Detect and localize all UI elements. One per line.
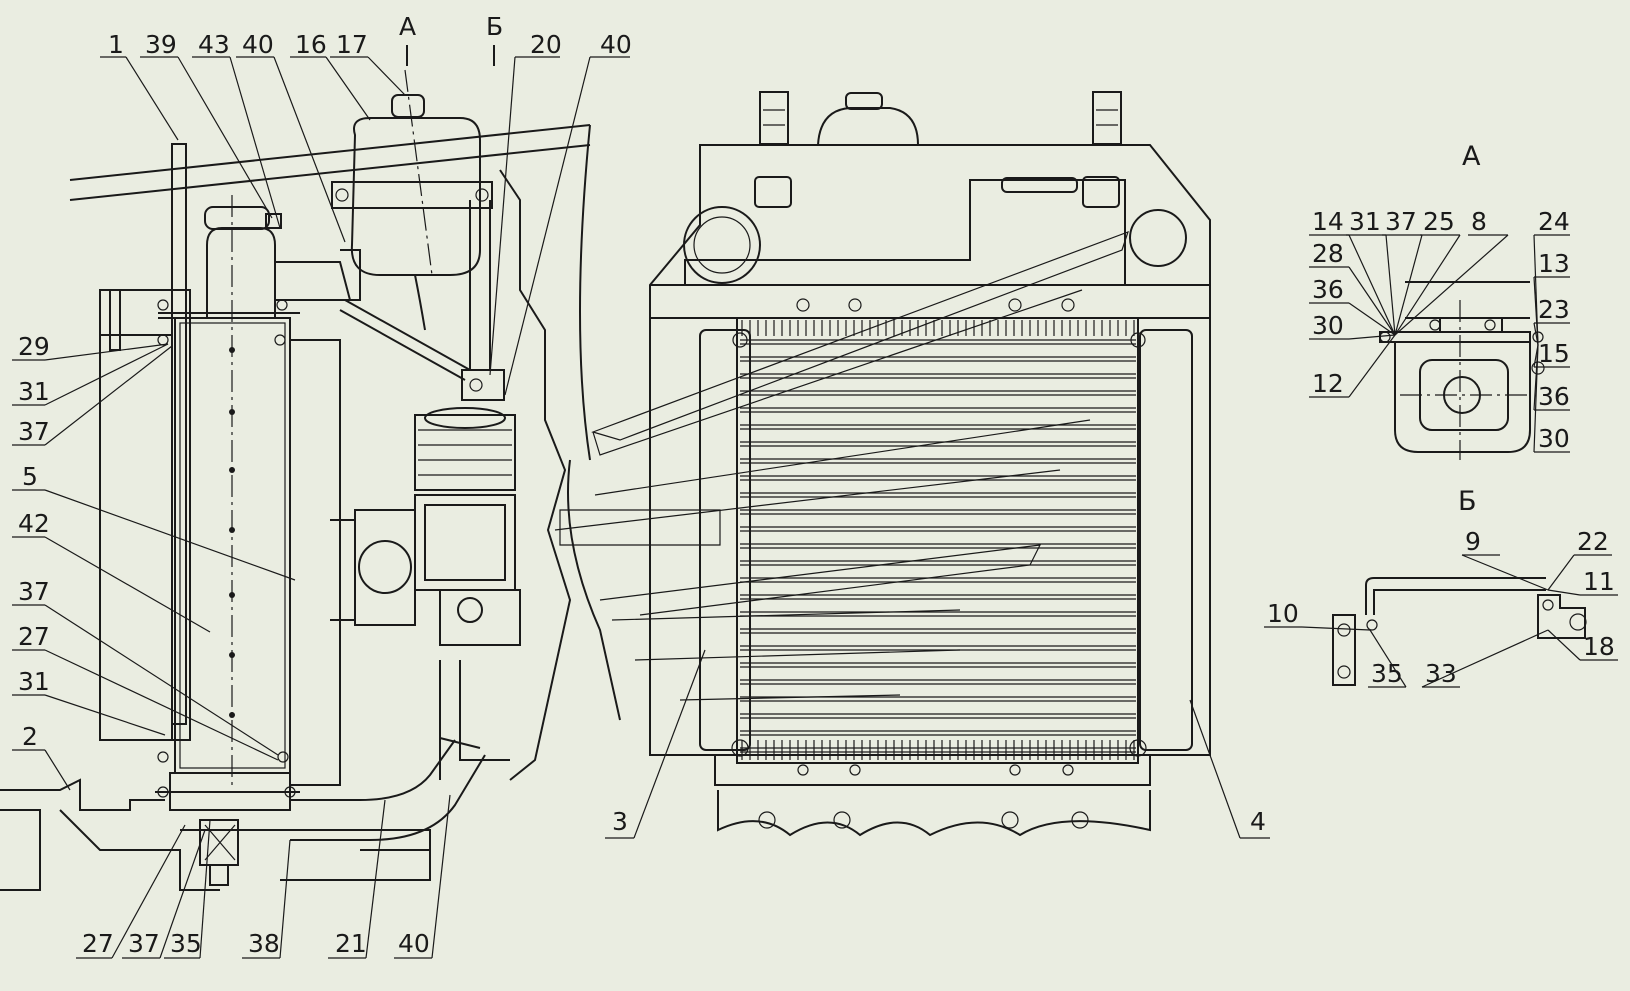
callout-31: 31	[1349, 207, 1381, 236]
callout-2: 2	[22, 722, 38, 751]
front-view	[554, 91, 1211, 837]
callout-24: 24	[1538, 207, 1570, 236]
callout-31b: 31	[18, 667, 50, 696]
callout-11: 11	[1583, 567, 1615, 596]
callout-20: 20	[530, 30, 562, 59]
callout-30: 30	[1312, 311, 1344, 340]
callout-31a: 31	[18, 377, 50, 406]
callout-37c: 37	[128, 929, 160, 958]
callout-28: 28	[1312, 239, 1344, 268]
callout-35: 35	[170, 929, 202, 958]
view-a-title: А	[1462, 141, 1481, 172]
callout-37: 37	[1385, 207, 1417, 236]
callout-37a: 37	[18, 417, 50, 446]
callout-3: 3	[612, 807, 628, 836]
callout-23: 23	[1538, 295, 1570, 324]
callout-36b: 36	[1538, 382, 1570, 411]
callout-14: 14	[1312, 207, 1344, 236]
callout-29: 29	[18, 332, 50, 361]
callout-27b: 27	[82, 929, 114, 958]
callout-16: 16	[295, 30, 327, 59]
view-a-detail	[1379, 281, 1545, 460]
callout-39: 39	[145, 30, 177, 59]
callout-25: 25	[1423, 207, 1455, 236]
callout-18: 18	[1583, 632, 1615, 661]
callout-15: 15	[1538, 339, 1570, 368]
callout-8: 8	[1471, 207, 1487, 236]
callout-27a: 27	[18, 622, 50, 651]
callout-17: 17	[336, 30, 368, 59]
callout-10: 10	[1267, 599, 1299, 628]
callout-5: 5	[22, 462, 38, 491]
callout-42: 42	[18, 509, 50, 538]
callout-4: 4	[1250, 807, 1266, 836]
callout-38: 38	[248, 929, 280, 958]
callout-22: 22	[1577, 527, 1609, 556]
callout-21: 21	[335, 929, 367, 958]
callout-36: 36	[1312, 275, 1344, 304]
callout-43: 43	[198, 30, 230, 59]
callout-30b: 30	[1538, 424, 1570, 453]
callout-40c: 40	[398, 929, 430, 958]
callout-37b: 37	[18, 577, 50, 606]
view-arrow-B: Б	[486, 12, 503, 41]
side-view	[0, 69, 621, 891]
callout-40a: 40	[242, 30, 274, 59]
callout-40b: 40	[600, 30, 632, 59]
view-b-detail	[1332, 577, 1587, 686]
view-b-title: Б	[1458, 486, 1477, 517]
callout-1: 1	[108, 30, 124, 59]
callout-9: 9	[1465, 527, 1481, 556]
callout-12: 12	[1312, 369, 1344, 398]
view-arrow-A: А	[399, 12, 416, 41]
callout-13: 13	[1538, 249, 1570, 278]
